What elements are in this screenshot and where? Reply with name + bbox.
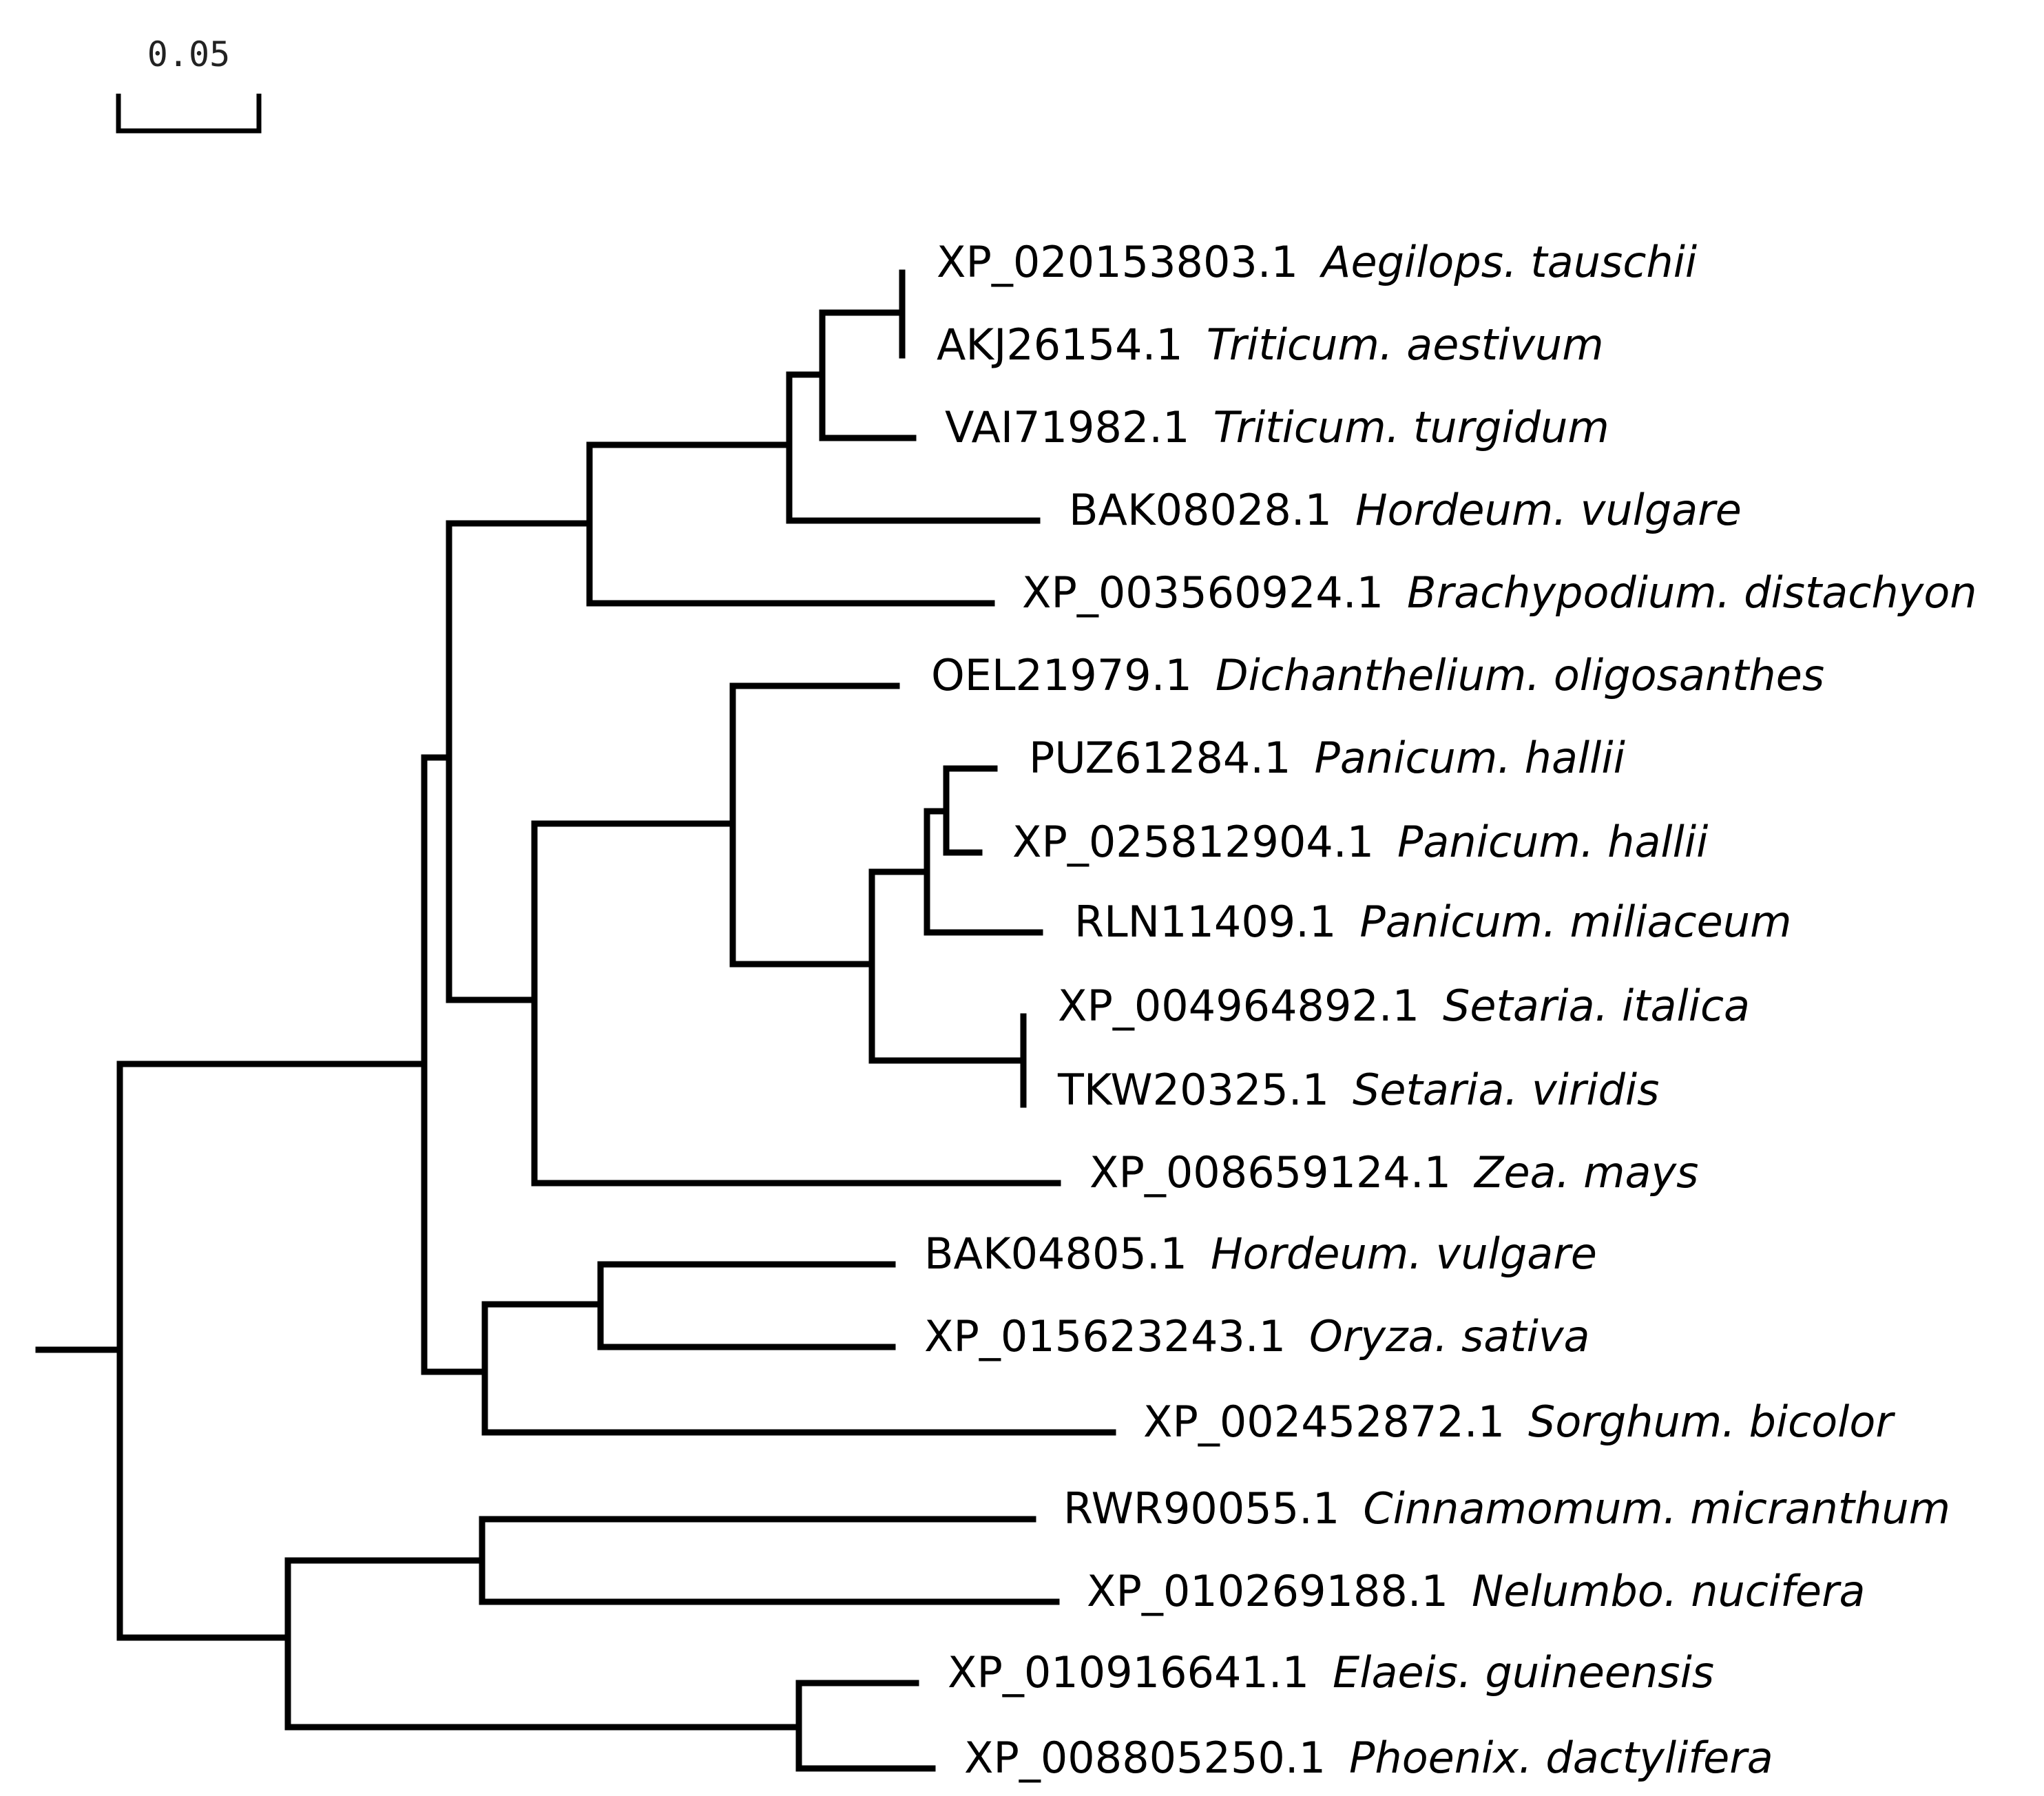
scale-bar-line: [116, 94, 262, 134]
scale-bar-label: 0.05: [147, 34, 230, 74]
tree-branches: [35, 269, 1116, 1772]
scale-bar: 0.05: [116, 34, 262, 134]
